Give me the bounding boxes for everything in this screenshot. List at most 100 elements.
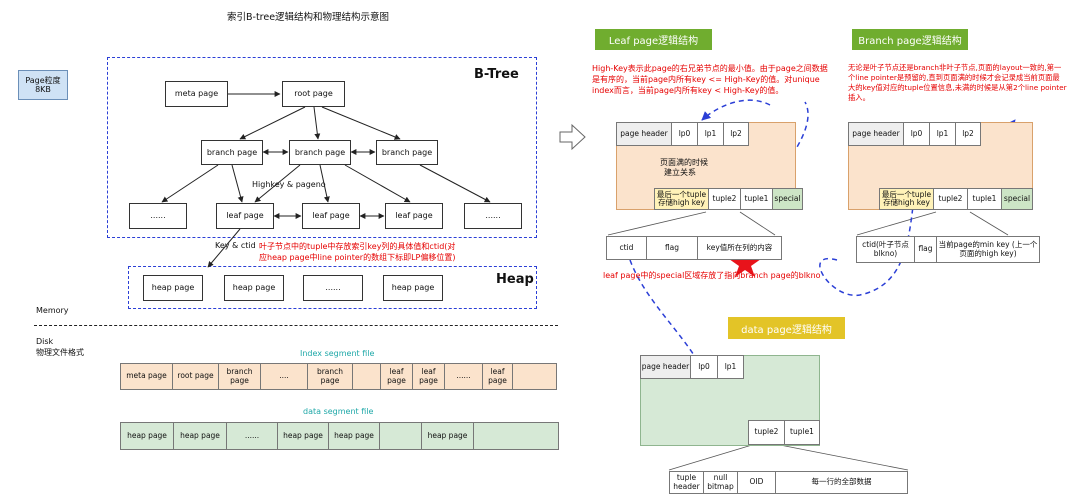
leaf-highkey-note-2: 是有序的，当前page内所有key <= High-Key的值。对unique	[592, 75, 820, 84]
data-cell-heap-2: heap page	[173, 422, 226, 450]
data-segment-row: heap page heap page ...... heap page hea…	[120, 422, 559, 450]
index-cell-dots-1: ....	[260, 363, 307, 390]
leaf-last-tuple-line2: 存储high key	[658, 198, 705, 207]
btree-frame	[107, 57, 537, 238]
index-cell-empty-2	[512, 363, 557, 390]
leaf-highkey-note-1: High-Key表示此page的右兄弟节点的最小值。由于page之间数据	[592, 64, 828, 73]
leaf-tuple-note-1: 叶子节点中的tuple中存放索引key列的具体值和ctid(对	[259, 242, 456, 251]
data-row-1: page header lp0 lp1	[640, 355, 744, 379]
branch-note-1: 无论是叶子节点还是branch非叶子节点,页面的layout一致的,第一	[848, 63, 1062, 72]
data-lp1-cell: lp1	[717, 355, 744, 379]
data-cell-heap-5: heap page	[421, 422, 473, 450]
index-cell-leaf-2: leaf page	[412, 363, 444, 390]
data-null-bitmap-field: null bitmap	[703, 471, 737, 494]
leaf-lp1-cell: lp1	[697, 122, 723, 146]
branch-flag-field: flag	[914, 236, 936, 263]
branch-tuple2-cell: tuple2	[933, 188, 967, 210]
data-cell-heap-1: heap page	[120, 422, 173, 450]
branch-page-node-2: branch page	[289, 140, 351, 165]
leaf-ctid-field: ctid	[606, 236, 646, 260]
btree-label: B-Tree	[474, 67, 519, 82]
leaf-node-4: leaf page	[385, 203, 443, 229]
page-size-badge: Page粒度 8KB	[18, 70, 68, 100]
key-ctid-label: Key & ctid	[215, 241, 256, 250]
data-cell-dots: ......	[226, 422, 277, 450]
data-cell-heap-4: heap page	[328, 422, 379, 450]
data-lp0-cell: lp0	[690, 355, 717, 379]
leaf-tuple2-cell: tuple2	[708, 188, 740, 210]
red-star-icon	[729, 248, 761, 277]
branch-special-cell: special	[1001, 188, 1033, 210]
disk-label: Disk	[36, 337, 54, 346]
leaf-flag-field: flag	[646, 236, 697, 260]
data-tuple-header-field: tuple header	[669, 471, 703, 494]
data-cell-empty-2	[473, 422, 559, 450]
index-cell-branch-2: branch page	[307, 363, 352, 390]
leaf-row-1: page header lp0 lp1 lp2	[616, 122, 749, 146]
branch-row-1: page header lp0 lp1 lp2	[848, 122, 981, 146]
index-cell-meta: meta page	[120, 363, 172, 390]
leaf-full-note-2: 建立关系	[664, 168, 696, 177]
leaf-special-cell: special	[772, 188, 803, 210]
leaf-lp0-cell: lp0	[671, 122, 697, 146]
data-segment-title: data segment file	[303, 407, 374, 416]
heap-page-node-4: heap page	[383, 275, 443, 301]
leaf-row-2: 最后一个tuple 存储high key tuple2 tuple1 speci…	[654, 188, 803, 210]
branch-row-2: 最后一个tuple 存储high key tuple2 tuple1 speci…	[879, 188, 1033, 210]
branch-note-2: 个line pointer是预留的,直到页面满的时候才会记录成当前页面最	[848, 73, 1060, 82]
data-row-data-field: 每一行的全部数据	[775, 471, 908, 494]
branch-last-tuple-line1: 最后一个tuple	[881, 189, 932, 199]
leaf-last-tuple-line1: 最后一个tuple	[656, 189, 707, 199]
meta-page-node: meta page	[165, 81, 228, 107]
leaf-full-note-1: 页面满的时候	[660, 158, 708, 167]
branch-lp0-cell: lp0	[903, 122, 929, 146]
data-tuple-fields: tuple header null bitmap OID 每一行的全部数据	[669, 471, 908, 494]
branch-last-tuple-line2: 存储high key	[883, 198, 930, 207]
leaf-tuple-fields: ctid flag key值所在列的内容	[606, 236, 782, 260]
index-cell-leaf-3: leaf page	[482, 363, 512, 390]
leaf-highkey-note-3: index而言，当前page内所有key < High-Key的值。	[592, 86, 784, 95]
heap-page-node-2: heap page	[224, 275, 284, 301]
memory-disk-divider	[34, 325, 558, 326]
leaf-node-1: ......	[129, 203, 187, 229]
page-size-value: 8KB	[35, 85, 51, 94]
branch-page-header-cell: page header	[848, 122, 903, 146]
leaf-last-tuple-cell: 最后一个tuple 存储high key	[654, 188, 708, 210]
branch-tuple1-cell: tuple1	[967, 188, 1001, 210]
leaf-node-5: ......	[464, 203, 522, 229]
page-size-label: Page粒度	[25, 75, 61, 85]
branch-tuple-fields: ctid(叶子节点 blkno) flag 当前page的min key (上一…	[856, 236, 1040, 263]
leaf-page-header-label: Leaf page逻辑结构	[595, 29, 712, 50]
heap-label: Heap	[496, 272, 534, 287]
index-cell-leaf-1: leaf page	[380, 363, 412, 390]
branch-lp1-cell: lp1	[929, 122, 955, 146]
leaf-node-2: leaf page	[216, 203, 274, 229]
memory-label: Memory	[36, 306, 69, 315]
branch-page-header-label: Branch page逻辑结构	[852, 29, 968, 50]
index-segment-row: meta page root page branch page .... bra…	[120, 363, 557, 390]
leaf-special-note: leaf page中的special区域存放了指向branch page的blk…	[603, 271, 821, 280]
branch-ctid-field: ctid(叶子节点 blkno)	[856, 236, 914, 263]
hollow-transition-arrow	[559, 123, 586, 151]
branch-lp2-cell: lp2	[955, 122, 981, 146]
data-tuple2-cell: tuple2	[748, 420, 784, 445]
data-cell-empty-1	[379, 422, 421, 450]
highkey-label: Highkey & pageno	[252, 180, 326, 189]
diagram-title: 索引B-tree逻辑结构和物理结构示意图	[227, 12, 390, 23]
branch-page-node-1: branch page	[201, 140, 263, 165]
index-cell-dots-2: ......	[444, 363, 482, 390]
heap-frame	[128, 266, 537, 309]
root-page-node: root page	[282, 81, 345, 107]
data-cell-heap-3: heap page	[277, 422, 328, 450]
physical-format-label: 物理文件格式	[36, 348, 84, 357]
data-page-header-cell: page header	[640, 355, 690, 379]
branch-last-tuple-cell: 最后一个tuple 存储high key	[879, 188, 933, 210]
heap-page-node-1: heap page	[143, 275, 203, 301]
index-segment-title: Index segment file	[300, 349, 375, 358]
leaf-page-header-cell: page header	[616, 122, 671, 146]
branch-minkey-field: 当前page的min key (上一个页面的high key)	[936, 236, 1040, 263]
heap-page-node-3: ......	[303, 275, 363, 301]
data-tuple1-cell: tuple1	[784, 420, 820, 445]
data-page-header-label: data page逻辑结构	[728, 317, 845, 339]
